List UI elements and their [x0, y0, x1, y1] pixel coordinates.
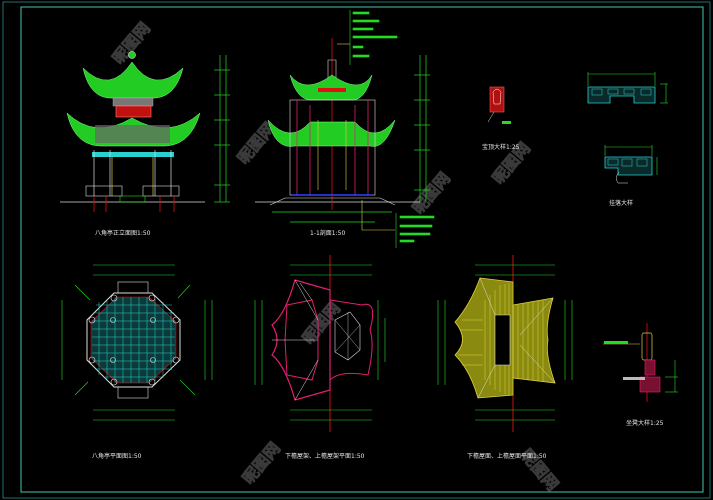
finial-detail: 宝顶大样1:25: [482, 86, 520, 151]
floor-plan: 八角亭平面图1:50: [61, 264, 213, 460]
section-1-1: 1-1剖面1:50: [255, 10, 435, 248]
watermark: 昵图网: [409, 169, 454, 218]
bench-detail-title: 坐凳大样1:25: [626, 419, 664, 427]
roof-frame-plan: 下檐屋架、上檐屋架平面1:50: [254, 255, 386, 460]
roof-frame-plan-title: 下檐屋架、上檐屋架平面1:50: [285, 452, 365, 460]
bench-detail: 坐凳大样1:25: [603, 323, 678, 427]
section-callouts-top: [337, 10, 398, 65]
inner-frame: [20, 6, 704, 493]
floor-plan-title: 八角亭平面图1:50: [92, 452, 142, 460]
roof-plan-title: 下檐屋面、上檐屋面平面1:50: [467, 452, 547, 460]
lattice-detail-title: 挂落大样: [609, 199, 633, 207]
roof-plan: 下檐屋面、上檐屋面平面1:50: [437, 255, 573, 460]
front-elevation-title: 八角亭正立面图1:50: [95, 229, 151, 237]
section-title: 1-1剖面1:50: [310, 229, 345, 237]
watermark: 昵图网: [239, 439, 284, 488]
watermark: 昵图网: [109, 19, 154, 68]
section-callouts-bottom: [361, 200, 435, 248]
lattice-detail: 挂落大样: [587, 72, 668, 207]
front-elevation: 八角亭正立面图1:50: [60, 51, 230, 237]
finial-detail-title: 宝顶大样1:25: [482, 143, 520, 151]
